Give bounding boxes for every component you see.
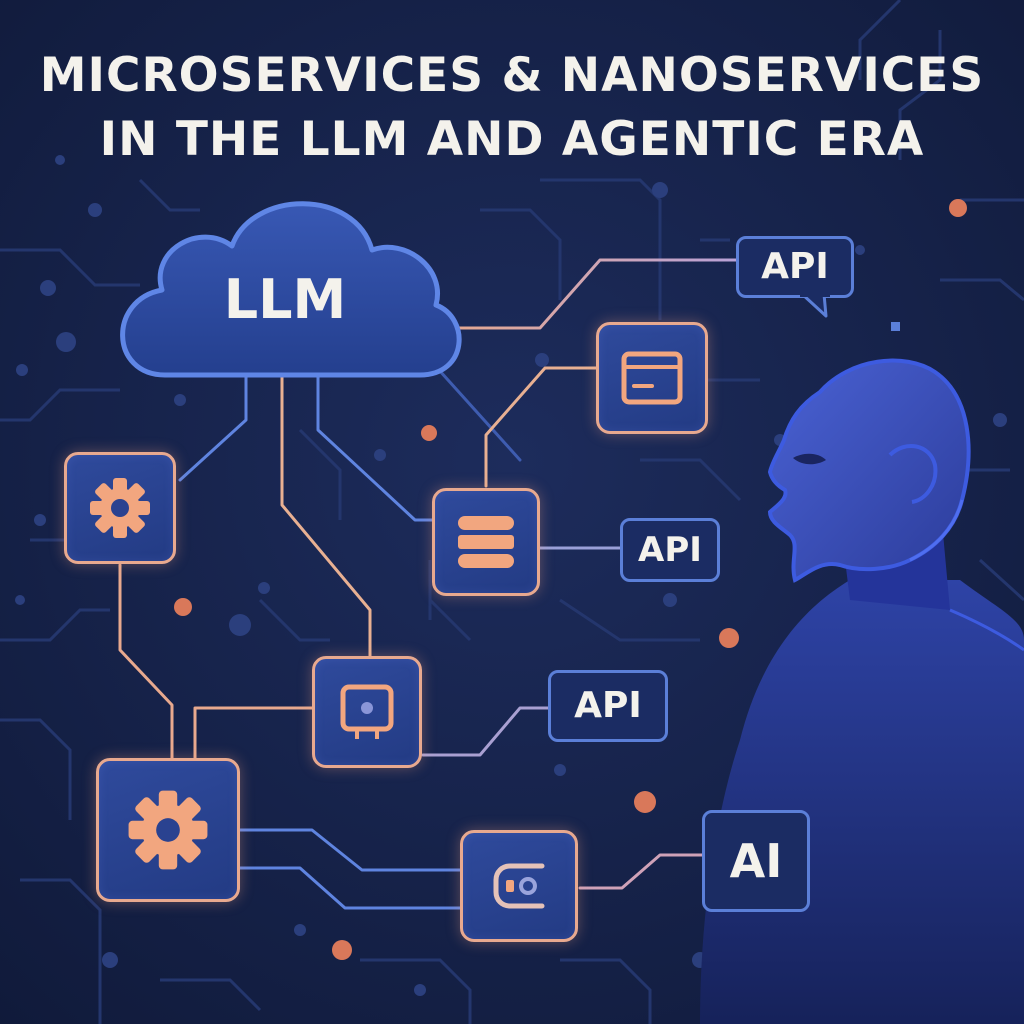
gear-icon	[90, 478, 150, 538]
connector-node[interactable]	[460, 830, 578, 942]
speech-bubble-tail	[800, 292, 830, 318]
connector-icon	[493, 863, 545, 909]
gear-small-node[interactable]	[64, 452, 176, 564]
api-badge-lower-text: API	[574, 685, 642, 726]
ai-badge[interactable]: AI	[702, 810, 810, 912]
faint-circuit-dots	[15, 155, 1007, 1006]
api-badge-top[interactable]: API	[736, 236, 854, 298]
api-badge-top-text: API	[761, 246, 829, 287]
llm-label: LLM	[223, 268, 347, 331]
database-icon	[458, 516, 514, 568]
api-badge-lower[interactable]: API	[548, 670, 668, 742]
browser-window-icon	[621, 351, 683, 405]
gear-icon	[128, 790, 208, 870]
gear-large-node[interactable]	[96, 758, 240, 902]
api-badge-middle[interactable]: API	[620, 518, 720, 582]
page-title-line-1: MICROSERVICES & NANOSERVICES	[39, 48, 985, 103]
database-node[interactable]	[432, 488, 540, 596]
page-title-line-2: IN THE LLM AND AGENTIC ERA	[99, 112, 925, 167]
chip-node[interactable]	[312, 656, 422, 768]
api-badge-middle-text: API	[638, 530, 702, 570]
browser-window-node[interactable]	[596, 322, 708, 434]
connection-lines	[118, 258, 738, 910]
square-marker	[891, 322, 900, 331]
accent-dots	[174, 199, 967, 960]
chip-icon	[340, 684, 394, 739]
ai-badge-text: AI	[729, 834, 783, 888]
llm-cloud	[120, 201, 462, 378]
